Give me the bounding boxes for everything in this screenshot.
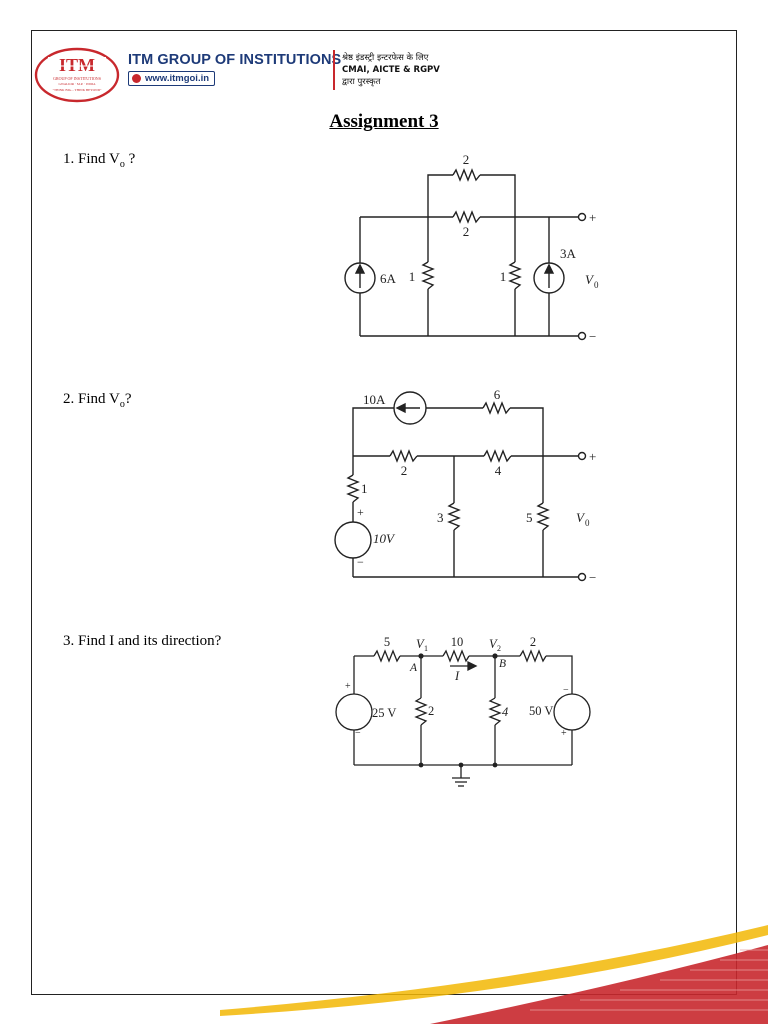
svg-text:+: +	[357, 505, 364, 519]
svg-text:6A: 6A	[380, 271, 397, 286]
website-text: www.itmgoi.in	[145, 73, 210, 84]
svg-text:2: 2	[428, 704, 434, 718]
award-tagline: श्रेष्ठ इंडस्ट्री इन्टरफेस के लिए CMAI, …	[342, 52, 440, 88]
svg-text:0: 0	[585, 518, 590, 528]
node-b	[492, 653, 498, 659]
question-1: 1. Find Vo ?	[63, 151, 136, 170]
svg-text:−: −	[357, 555, 364, 569]
current-source-6a	[344, 262, 376, 294]
circuit-1: 2 2 1 1 6A 3A V 0 + −	[344, 152, 599, 344]
svg-text:1: 1	[361, 481, 368, 496]
resistor-left	[421, 261, 435, 290]
svg-text:GROUP OF INSTITUTIONS: GROUP OF INSTITUTIONS	[53, 76, 101, 81]
resistor-mid	[452, 210, 481, 224]
resistor-1	[346, 474, 360, 503]
svg-text:1: 1	[424, 644, 428, 653]
current-source-3a	[533, 262, 565, 294]
svg-text:V: V	[585, 272, 595, 287]
tagline-line2: CMAI, AICTE & RGPV	[342, 65, 440, 75]
svg-text:25 V: 25 V	[372, 706, 396, 720]
svg-text:+: +	[561, 728, 567, 739]
svg-text:−: −	[589, 570, 596, 585]
resistor-10	[442, 649, 470, 663]
svg-text:10: 10	[451, 635, 464, 649]
svg-text:4: 4	[495, 463, 502, 478]
tagline-line3: द्वारा पुरस्कृत	[342, 77, 381, 87]
resistor-6	[482, 401, 511, 415]
svg-text:2: 2	[463, 152, 470, 167]
terminal-minus	[577, 572, 587, 582]
resistor-2-vertical	[414, 697, 428, 726]
svg-text:1: 1	[500, 269, 507, 284]
circuit-2: 10A 6 2 4 1 3 5 + − 10V V 0 + −	[334, 387, 596, 585]
svg-text:−: −	[355, 728, 361, 739]
institution-name: ITM GROUP OF INSTITUTIONS	[128, 52, 342, 68]
resistor-top	[452, 168, 481, 182]
resistor-4	[488, 697, 502, 726]
svg-text:6: 6	[494, 387, 501, 402]
globe-icon	[132, 74, 141, 83]
svg-text:GWALIOR · M.P. · INDIA: GWALIOR · M.P. · INDIA	[58, 82, 96, 86]
svg-text:3: 3	[437, 510, 444, 525]
svg-text:2: 2	[530, 635, 536, 649]
svg-text:I: I	[454, 669, 460, 683]
svg-text:10V: 10V	[373, 531, 396, 546]
svg-text:+: +	[589, 449, 596, 464]
svg-text:"THINK BIG... THINK BEYOND": "THINK BIG... THINK BEYOND"	[53, 88, 102, 92]
header-divider	[333, 50, 335, 90]
svg-text:5: 5	[384, 635, 390, 649]
resistor-5	[373, 649, 401, 663]
itm-logo: ITM GROUP OF INSTITUTIONS GWALIOR · M.P.…	[34, 47, 120, 103]
terminal-minus	[577, 331, 587, 341]
svg-text:V: V	[416, 637, 425, 651]
question-3: 3. Find I and its direction?	[63, 633, 222, 649]
svg-text:4: 4	[502, 705, 508, 719]
svg-text:A: A	[409, 662, 418, 674]
svg-text:5: 5	[526, 510, 533, 525]
resistor-5	[536, 502, 550, 531]
resistor-3	[447, 502, 461, 531]
svg-text:10A: 10A	[363, 392, 386, 407]
svg-text:1: 1	[409, 269, 416, 284]
svg-text:−: −	[563, 685, 569, 696]
svg-text:0: 0	[594, 280, 599, 290]
resistor-2	[389, 449, 418, 463]
svg-text:V: V	[576, 510, 586, 525]
svg-text:3A: 3A	[560, 246, 577, 261]
node-a	[418, 653, 424, 659]
brand-block: ITM GROUP OF INSTITUTIONS www.itmgoi.in	[128, 52, 341, 88]
question-2: 2. Find Vo?	[63, 391, 132, 410]
circuit-3: 5 10 2 V 1 V 2 A B I 25 V 50 V 2 4 + − −…	[335, 635, 591, 787]
svg-text:V: V	[489, 637, 498, 651]
website-badge[interactable]: www.itmgoi.in	[128, 71, 216, 86]
terminal-plus	[577, 212, 587, 222]
resistor-4	[483, 449, 512, 463]
resistor-2-top	[519, 649, 547, 663]
terminal-plus	[577, 451, 587, 461]
assignment-title: Assignment 3	[329, 111, 439, 132]
svg-text:−: −	[589, 329, 596, 344]
svg-text:+: +	[345, 681, 351, 692]
svg-text:2: 2	[463, 224, 470, 239]
tagline-line1: श्रेष्ठ इंडस्ट्री इन्टरफेस के लिए	[342, 53, 429, 63]
svg-text:+: +	[589, 210, 596, 225]
logo-text: ITM	[59, 55, 95, 75]
svg-text:2: 2	[497, 644, 501, 653]
resistor-right	[508, 261, 522, 290]
svg-text:2: 2	[401, 463, 408, 478]
svg-text:B: B	[499, 658, 506, 670]
svg-text:50 V: 50 V	[529, 704, 553, 718]
